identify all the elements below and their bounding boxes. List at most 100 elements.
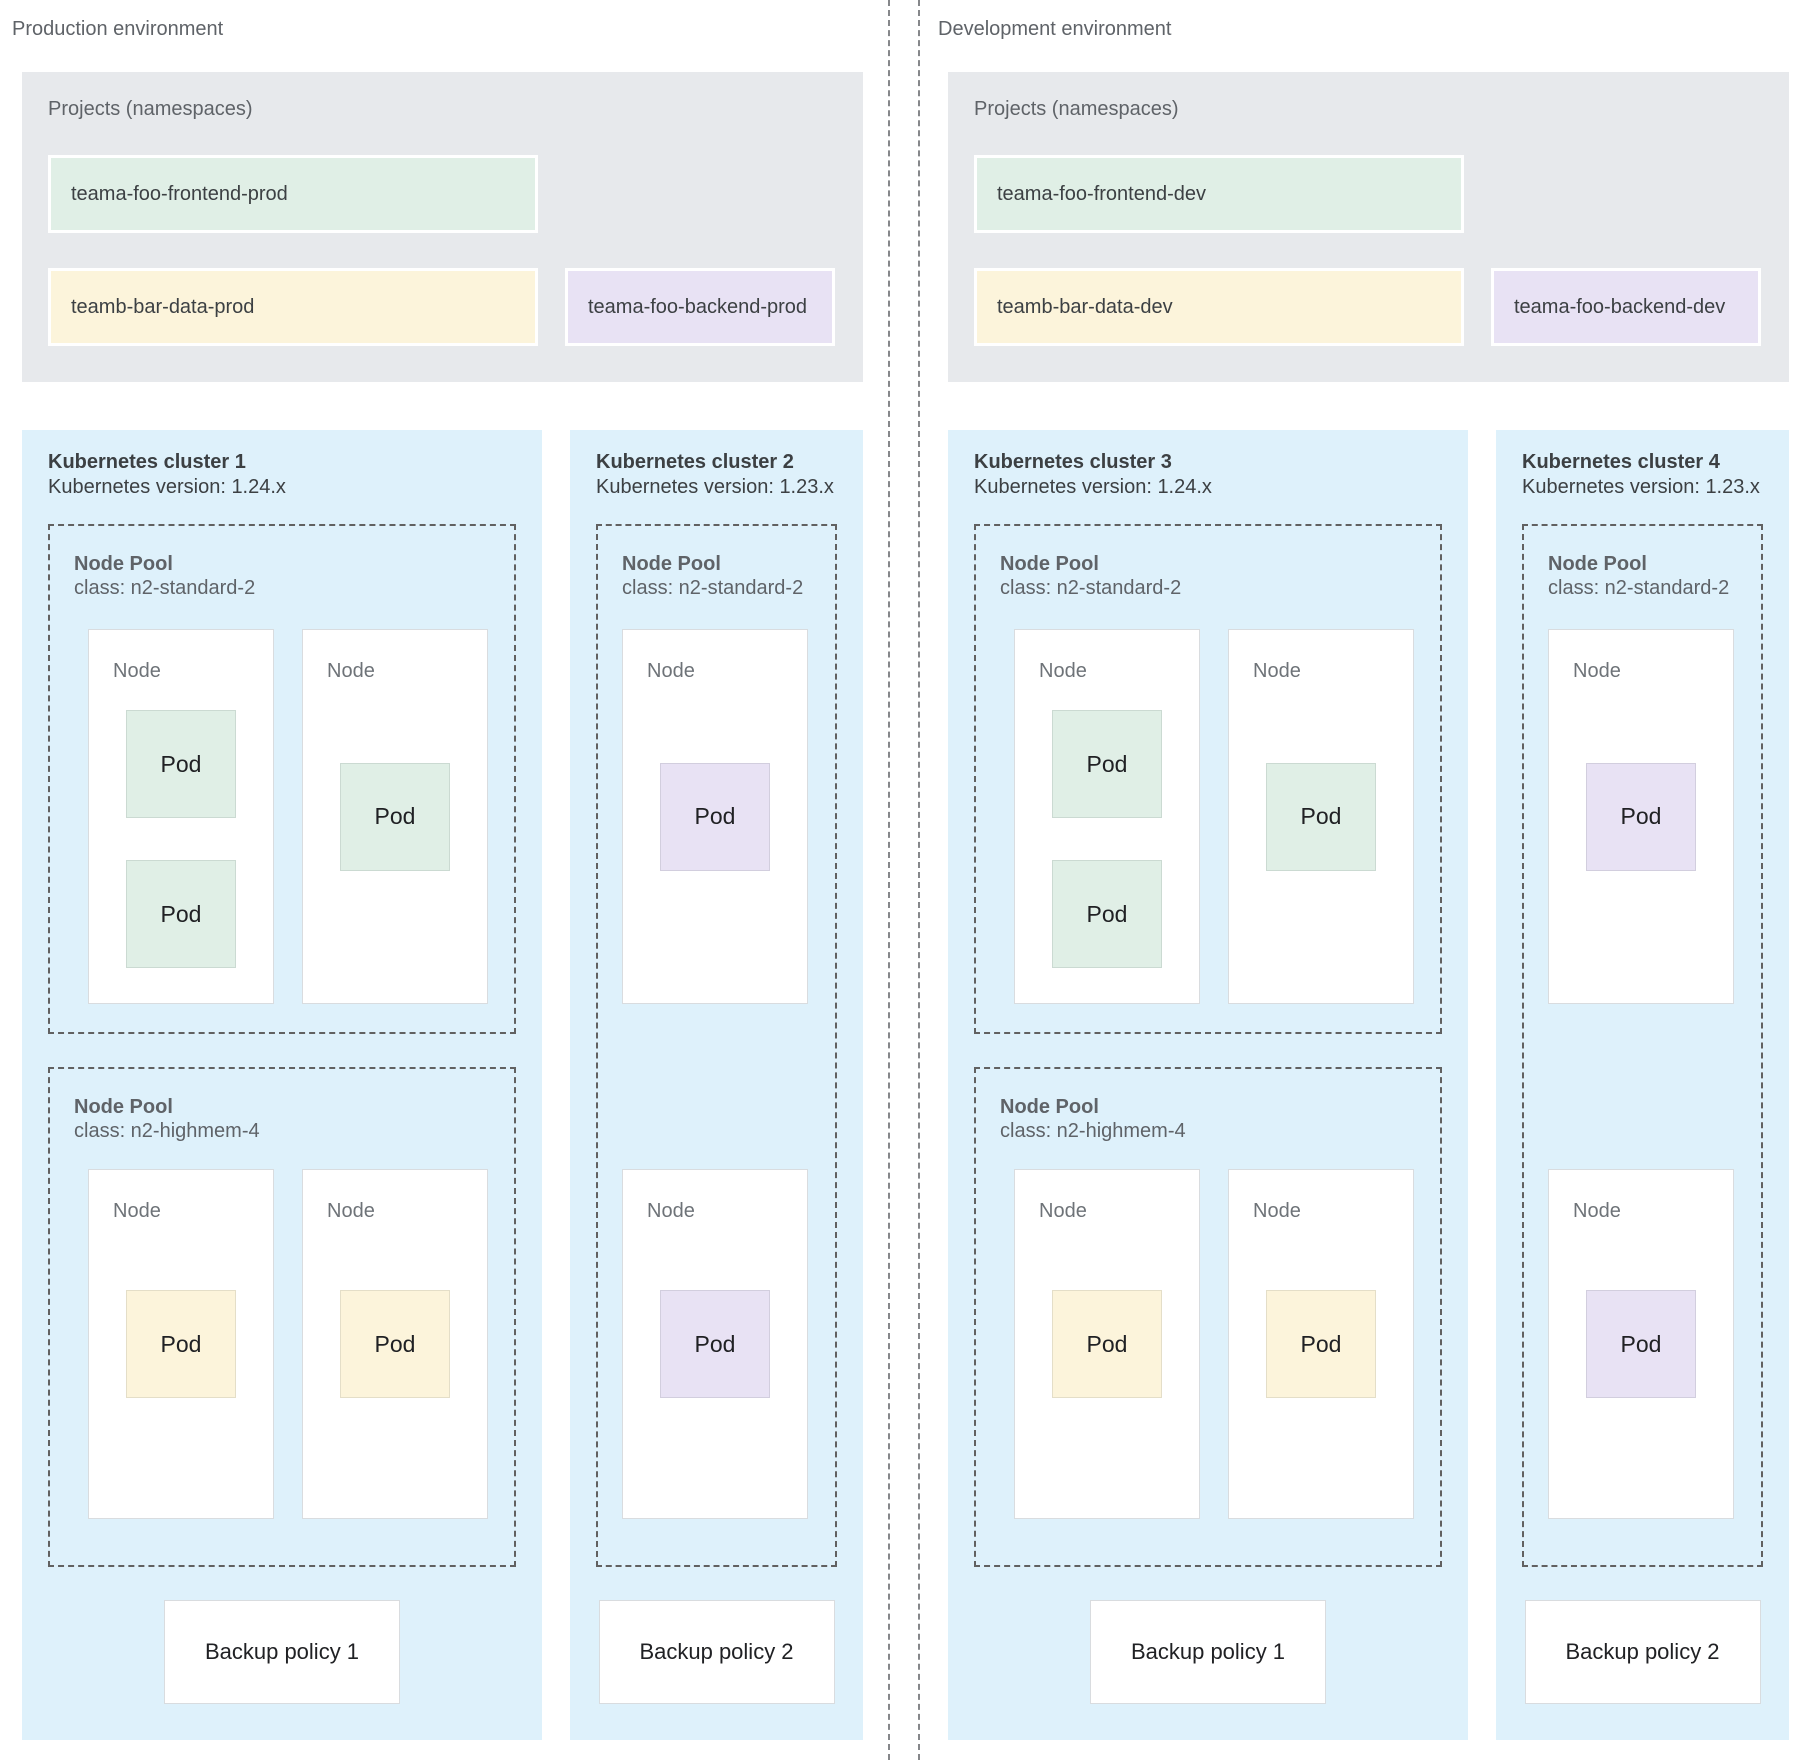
node-pool-title: Node Pool <box>74 553 173 575</box>
node-label: Node <box>327 660 375 682</box>
node-pool-title: Node Pool <box>1000 553 1099 575</box>
node-pool-class: class: n2-standard-2 <box>1000 577 1182 599</box>
pods-container: Pod <box>1229 630 1413 1003</box>
node-label: Node <box>1039 1200 1087 1222</box>
environment-divider-line <box>888 0 890 1760</box>
namespace-box: teama-foo-frontend-prod <box>48 155 538 233</box>
node-label: Node <box>1253 660 1301 682</box>
pod: Pod <box>660 1290 770 1398</box>
pods-container: Pod <box>1549 1170 1733 1518</box>
node-label: Node <box>1573 1200 1621 1222</box>
node-pool-title: Node Pool <box>1548 553 1647 575</box>
pods-container: Pod <box>1549 630 1733 1003</box>
pod: Pod <box>1266 762 1376 871</box>
pod: Pod <box>1586 762 1696 871</box>
node-label: Node <box>1253 1200 1301 1222</box>
pod: Pod <box>126 860 236 968</box>
pods-container: Pod <box>89 1170 273 1518</box>
cluster-title: Kubernetes cluster 4 <box>1522 451 1720 473</box>
node-pool-title: Node Pool <box>1000 1096 1099 1118</box>
environment-divider-line <box>918 0 920 1760</box>
node-label: Node <box>327 1200 375 1222</box>
namespace-box: teamb-bar-data-prod <box>48 268 538 346</box>
pods-container: Pod <box>1229 1170 1413 1518</box>
namespace-box: teama-foo-frontend-dev <box>974 155 1464 233</box>
node-label: Node <box>113 660 161 682</box>
pod: Pod <box>1052 710 1162 818</box>
pod: Pod <box>1052 860 1162 968</box>
pods-container: Pod <box>303 1170 487 1518</box>
node-label: Node <box>113 1200 161 1222</box>
production-environment-section: Production environment Projects (namespa… <box>12 0 863 1760</box>
node-pool-title: Node Pool <box>74 1096 173 1118</box>
pod: Pod <box>1266 1290 1376 1398</box>
node-pool-class: class: n2-highmem-4 <box>1000 1120 1186 1142</box>
namespace-box: teama-foo-backend-prod <box>565 268 835 346</box>
node-label: Node <box>1039 660 1087 682</box>
kubernetes-cluster: Kubernetes cluster 2 Kubernetes version: … <box>570 430 863 1740</box>
node-pool-class: class: n2-standard-2 <box>1548 577 1730 599</box>
node-label: Node <box>647 1200 695 1222</box>
cluster-title: Kubernetes cluster 1 <box>48 451 246 473</box>
node-label: Node <box>647 660 695 682</box>
environment-label: Development environment <box>938 18 1172 40</box>
development-environment-section: Development environment Projects (namesp… <box>938 0 1789 1760</box>
cluster-version: Kubernetes version: 1.23.x <box>596 476 834 498</box>
node-pool-class: class: n2-highmem-4 <box>74 1120 260 1142</box>
backup-policy-box: Backup policy 1 <box>1090 1600 1326 1704</box>
pod: Pod <box>1052 1290 1162 1398</box>
namespace-box: teama-foo-backend-dev <box>1491 268 1761 346</box>
pods-container: Pod <box>303 630 487 1003</box>
backup-policy-box: Backup policy 2 <box>598 1600 835 1704</box>
cluster-version: Kubernetes version: 1.24.x <box>48 476 286 498</box>
pod: Pod <box>660 762 770 871</box>
node-pool-class: class: n2-standard-2 <box>74 577 256 599</box>
pods-container: Pod <box>1015 1170 1199 1518</box>
kubernetes-cluster: Kubernetes cluster 4 Kubernetes version: … <box>1496 430 1789 1740</box>
node-pool-class: class: n2-standard-2 <box>622 577 804 599</box>
cluster-title: Kubernetes cluster 2 <box>596 451 794 473</box>
projects-title: Projects (namespaces) <box>974 98 1179 120</box>
namespace-box: teamb-bar-data-dev <box>974 268 1464 346</box>
cluster-version: Kubernetes version: 1.23.x <box>1522 476 1760 498</box>
backup-policy-box: Backup policy 1 <box>164 1600 400 1704</box>
pods-container: Pod <box>623 1170 807 1518</box>
node-label: Node <box>1573 660 1621 682</box>
pod: Pod <box>340 1290 450 1398</box>
kubernetes-cluster: Kubernetes cluster 1 Kubernetes version: … <box>22 430 542 1740</box>
projects-namespaces-box: Projects (namespaces) teama-foo-frontend… <box>948 72 1789 382</box>
node-pool-title: Node Pool <box>622 553 721 575</box>
pod: Pod <box>1586 1290 1696 1398</box>
pods-container: Pod <box>623 630 807 1003</box>
cluster-version: Kubernetes version: 1.24.x <box>974 476 1212 498</box>
projects-title: Projects (namespaces) <box>48 98 253 120</box>
pod: Pod <box>126 710 236 818</box>
pod: Pod <box>126 1290 236 1398</box>
environment-label: Production environment <box>12 18 224 40</box>
